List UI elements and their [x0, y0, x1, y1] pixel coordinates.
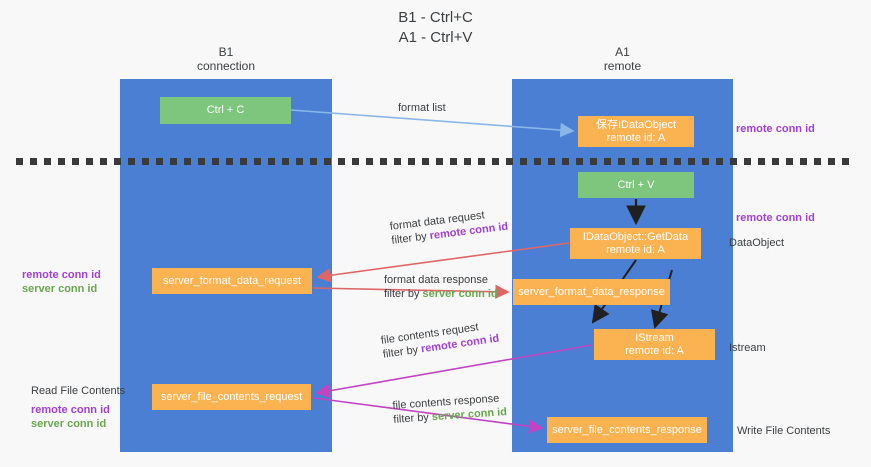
lane-header-a1-role: remote — [603, 59, 642, 73]
node-ctrl-v[interactable]: Ctrl + V — [578, 172, 694, 198]
node-save-idataobject-line2: remote id: A — [606, 131, 666, 144]
edge-label-format-data-request: format data request filter by remote con… — [389, 206, 509, 248]
side-label-remote-conn-id-mid: remote conn id — [736, 212, 815, 224]
diagram-title: B1 - Ctrl+C A1 - Ctrl+V — [0, 8, 871, 48]
title-line-1: B1 - Ctrl+C — [398, 9, 473, 26]
edge-label-file-contents-response-key: server conn id — [431, 406, 508, 424]
node-istream-line1: IStream — [635, 331, 674, 344]
side-label-remote-conn-id-top: remote conn id — [736, 123, 815, 135]
node-server-file-contents-request[interactable]: server_file_contents_request — [152, 384, 311, 410]
side-label-conn-ids-upper: remote conn id server conn id — [22, 268, 101, 296]
lane-header-b1-role: connection — [196, 59, 256, 73]
node-server-format-data-response[interactable]: server_format_data_response — [513, 279, 670, 305]
edge-label-file-contents-request-prefix: filter by — [382, 343, 422, 361]
edge-label-format-data-response-key: server conn id — [422, 288, 498, 300]
node-server-format-data-request[interactable]: server_format_data_request — [152, 268, 312, 294]
node-getdata-line1: IDataObject::GetData — [582, 230, 689, 243]
edge-label-format-data-request-prefix: filter by — [390, 230, 431, 247]
side-label-read-file-contents-group: Read File Contents remote conn id server… — [31, 384, 125, 431]
node-idataobject-getdata[interactable]: IDataObject::GetData remote id: A — [570, 228, 701, 259]
lane-header-b1: B1 connection — [120, 45, 332, 73]
edge-label-format-data-response-prefix: filter by — [384, 288, 423, 300]
node-ctrl-c[interactable]: Ctrl + C — [160, 97, 291, 124]
lane-header-a1-name: A1 — [615, 45, 630, 59]
side-label-write-file-contents: Write File Contents — [737, 425, 831, 437]
node-istream[interactable]: IStream remote id: A — [594, 329, 715, 360]
node-getdata-line2: remote id: A — [606, 243, 665, 256]
phase-divider — [16, 158, 856, 165]
edge-label-file-contents-request: file contents request filter by remote c… — [380, 318, 500, 362]
edge-label-file-contents-response-prefix: filter by — [393, 411, 433, 426]
side-label-istream: Istream — [729, 342, 766, 354]
side-label-read-file-contents: Read File Contents — [31, 385, 126, 397]
title-line-2: A1 - Ctrl+V — [398, 29, 473, 46]
side-label-dataobject: DataObject — [729, 237, 785, 249]
edge-label-format-data-response-main: format data response — [384, 274, 488, 286]
side-label-upper-server-conn-id: server conn id — [22, 283, 98, 295]
edge-label-file-contents-response: file contents response filter by server … — [392, 391, 507, 427]
side-label-upper-remote-conn-id: remote conn id — [22, 269, 101, 281]
side-label-lower-server-conn-id: server conn id — [31, 418, 107, 430]
node-istream-line2: remote id: A — [625, 344, 684, 357]
lane-header-b1-name: B1 — [218, 45, 234, 59]
side-label-lower-remote-conn-id: remote conn id — [31, 404, 110, 416]
node-server-file-contents-response[interactable]: server_file_contents_response — [547, 417, 707, 443]
node-save-idataobject-line1: 保存IDataObject — [595, 118, 677, 131]
edge-label-format-list: format list — [398, 102, 446, 114]
edge-label-format-data-response: format data response filter by server co… — [384, 273, 498, 301]
node-save-idataobject[interactable]: 保存IDataObject remote id: A — [578, 116, 694, 147]
lane-header-a1: A1 remote — [512, 45, 733, 73]
